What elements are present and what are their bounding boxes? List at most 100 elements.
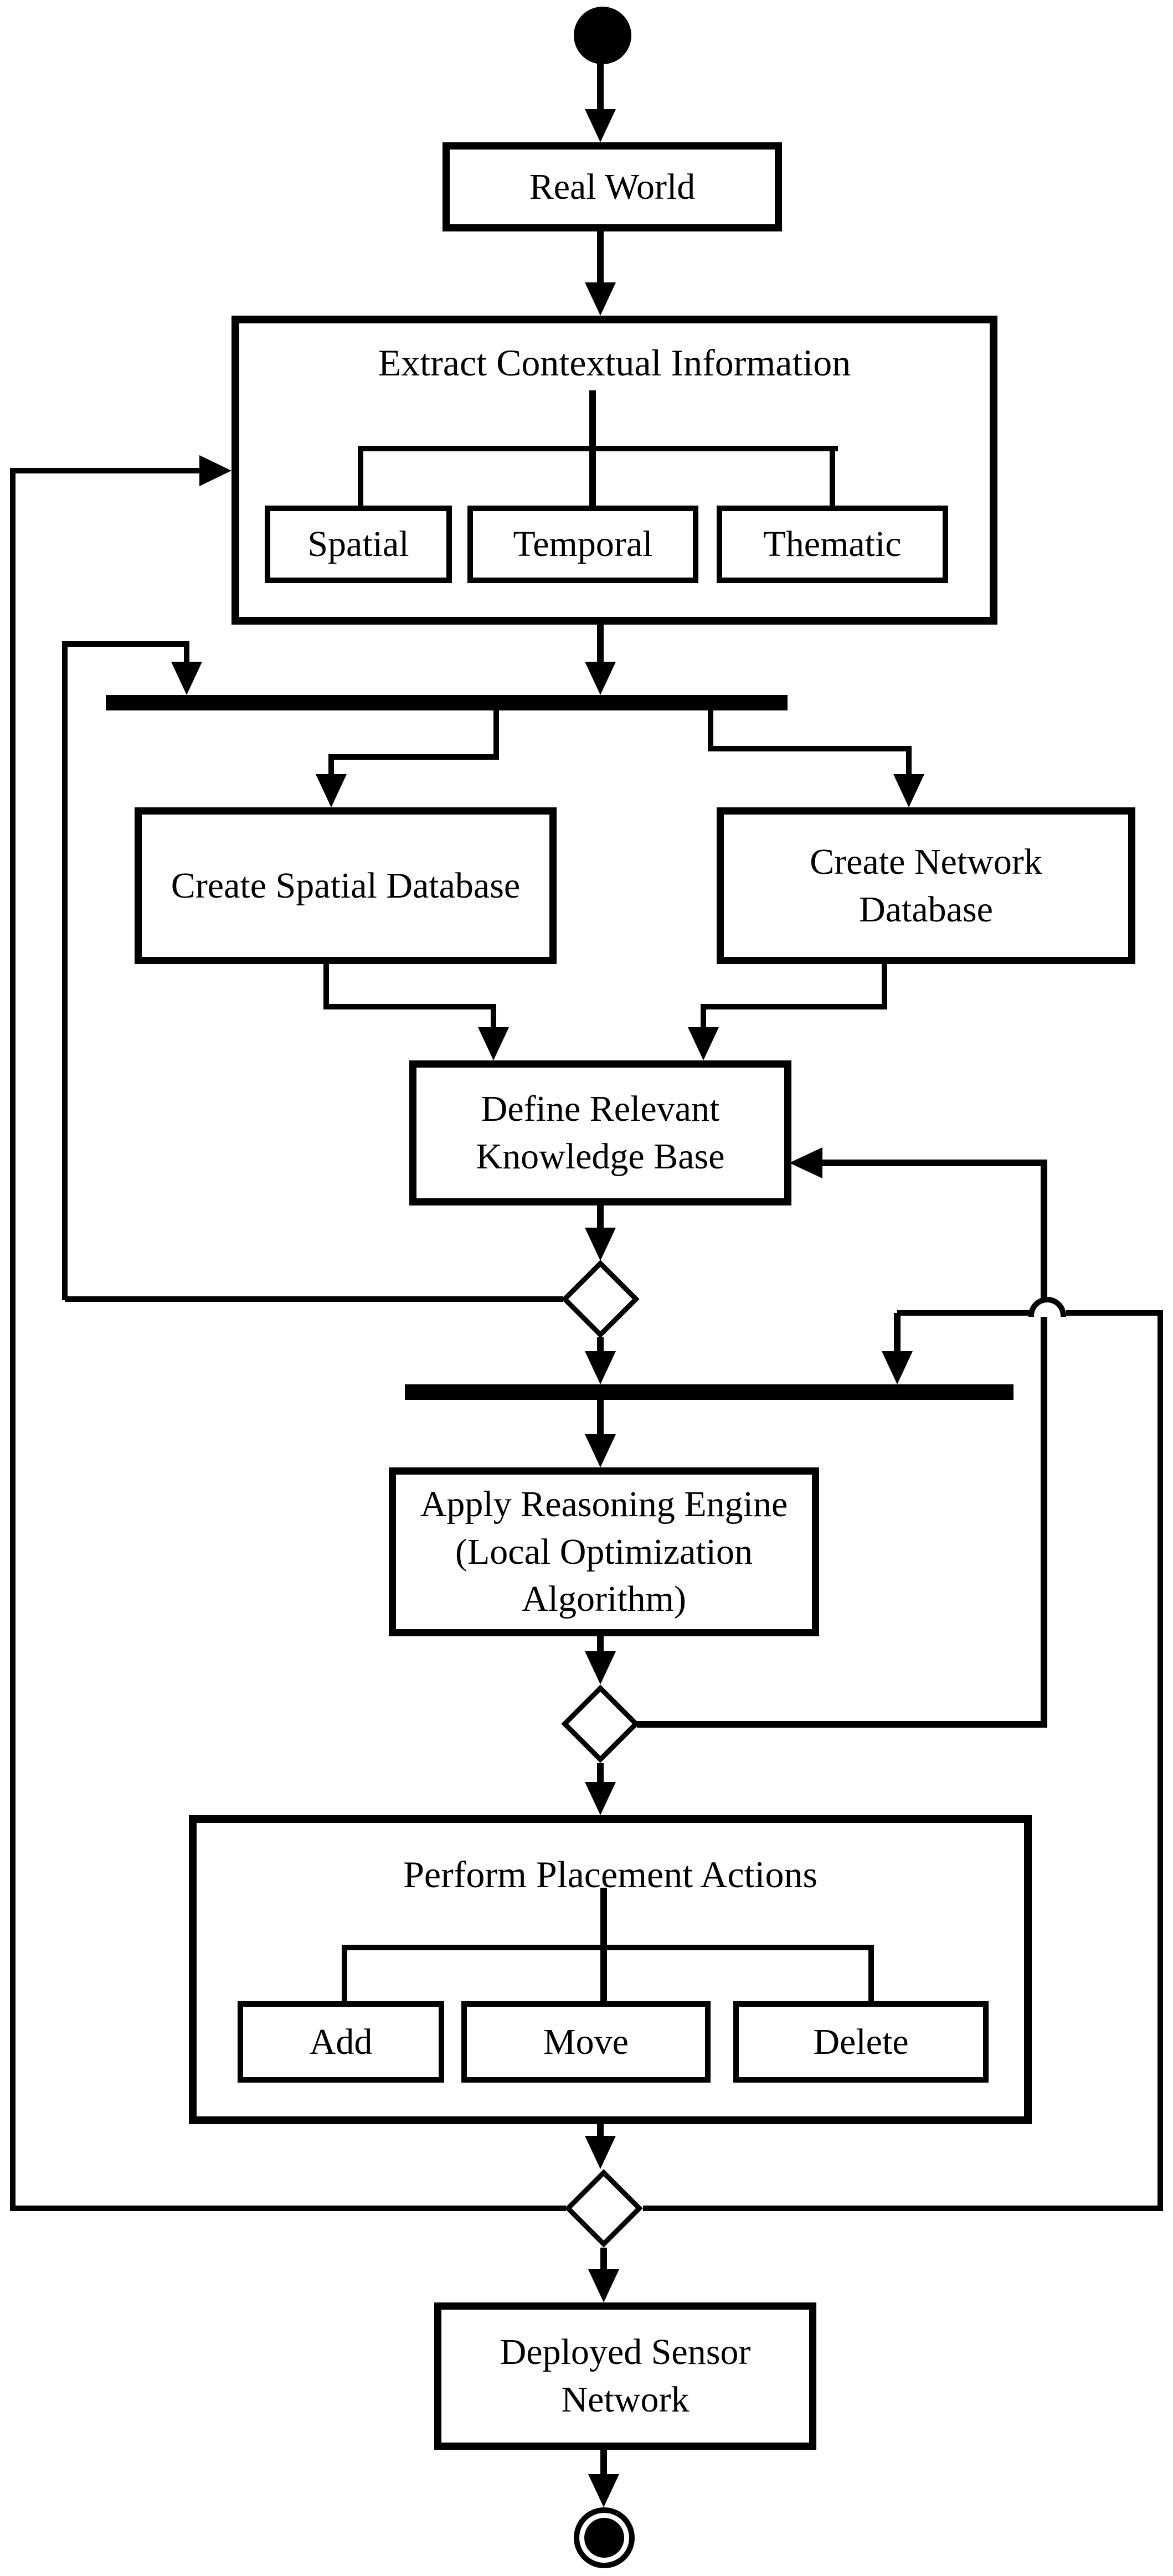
edge-networkdb-v1 — [882, 964, 887, 1004]
arrowhead-into-deployed — [588, 2269, 619, 2302]
edge-networkdb-v2 — [701, 1004, 706, 1029]
activity-create-network-database: Create Network Database — [717, 807, 1135, 964]
edge-spatialdb-v2 — [491, 1004, 496, 1029]
arrowhead-into-decision3 — [585, 2136, 616, 2169]
arrowhead-loop-into-join — [882, 1351, 913, 1384]
edge-decision2-right-loop — [637, 1721, 1047, 1728]
create-spatial-database-label: Create Spatial Database — [171, 865, 521, 906]
edge-fork-right-v2 — [906, 746, 912, 776]
perform-tree-drop-add — [342, 1945, 347, 2001]
edge-decision3-to-deployed — [600, 2248, 607, 2271]
arrowhead-into-real-world — [585, 109, 616, 142]
decision-1 — [561, 1260, 640, 1338]
deployed-sensor-network-label: Deployed Sensor Network — [500, 2332, 751, 2420]
edge-extract-to-fork — [597, 625, 604, 663]
edge-right-outer-loop-vertical — [1157, 1310, 1163, 2211]
edge-right-inner-loop-vertical — [1041, 1160, 1047, 1728]
edge-apply-to-decision2 — [597, 1636, 604, 1653]
define-knowledge-base-label: Define Relevant Knowledge Base — [476, 1089, 725, 1177]
edge-networkdb-h — [701, 1004, 887, 1009]
arrowhead-into-extract — [585, 282, 616, 316]
sub-activity-spatial: Spatial — [265, 506, 452, 583]
perform-tree-drop-move — [600, 1945, 607, 2001]
join-bar — [405, 1384, 1013, 1400]
decision-2 — [561, 1684, 640, 1763]
edge-right-outer-loop-h1 — [897, 1310, 1030, 1316]
extract-tree-stem — [589, 390, 596, 448]
edge-fork-left-v2 — [328, 754, 334, 777]
edge-deployed-to-end — [600, 2450, 607, 2476]
activity-perform-placement-actions: Perform Placement Actions Add Move Delet… — [189, 1815, 1032, 2124]
arrowhead-into-decision1 — [585, 1228, 616, 1261]
start-node — [574, 7, 631, 64]
decision-3 — [564, 2169, 643, 2248]
arrowhead-spatialdb-into-kb — [478, 1027, 509, 1060]
arrowhead-into-fork — [585, 662, 616, 695]
edge-fork-left-v1 — [493, 710, 499, 754]
perform-tree-drop-delete — [868, 1945, 874, 2001]
edge-start-to-real-world — [597, 61, 604, 112]
sub-activity-move: Move — [461, 2001, 711, 2083]
delete-label: Delete — [813, 2021, 909, 2062]
edge-fork-right-h — [708, 746, 912, 751]
edge-inner-left-loop-vertical — [62, 641, 68, 1300]
perform-title: Perform Placement Actions — [403, 1853, 817, 1895]
edge-decision3-right-loop — [643, 2206, 1161, 2211]
edge-real-world-to-extract — [597, 231, 604, 284]
move-label: Move — [543, 2021, 629, 2062]
extract-tree-drop-thematic — [830, 446, 835, 506]
sub-activity-temporal: Temporal — [467, 506, 698, 583]
edge-right-inner-loop-horizontal — [821, 1160, 1047, 1166]
edge-decision2-to-perform — [597, 1763, 604, 1783]
fork-bar — [106, 695, 788, 710]
arrowhead-loop-into-extract — [199, 455, 231, 486]
activity-define-relevant-knowledge-base: Define Relevant Knowledge Base — [409, 1060, 791, 1205]
edge-fork-left-h — [328, 754, 499, 760]
edge-perform-to-decision3 — [597, 2124, 604, 2138]
edge-kb-to-decision1 — [597, 1205, 604, 1229]
arrowhead-into-apply — [585, 1434, 616, 1467]
edge-join-to-apply — [597, 1400, 604, 1435]
arrowhead-into-decision2 — [585, 1651, 616, 1684]
edge-right-outer-loop-stub — [894, 1313, 901, 1354]
arrowhead-into-network-db — [893, 774, 924, 807]
arrowhead-into-spatial-db — [316, 774, 347, 807]
activity-deployed-sensor-network: Deployed Sensor Network — [434, 2302, 816, 2450]
edge-left-outer-loop-horizontal — [12, 468, 200, 473]
thematic-label: Thematic — [763, 524, 902, 565]
create-network-database-label: Create Network Database — [810, 841, 1042, 930]
edge-right-outer-loop-h2 — [1066, 1310, 1163, 1316]
activity-real-world: Real World — [443, 142, 782, 231]
perform-tree-stem — [600, 1888, 607, 1952]
apply-reasoning-engine-label: Apply Reasoning Engine (Local Optimizati… — [420, 1483, 788, 1620]
activity-create-spatial-database: Create Spatial Database — [135, 807, 557, 964]
arrowhead-loop-into-kb — [789, 1147, 822, 1178]
arrowhead-loop-into-fork — [171, 662, 202, 695]
add-label: Add — [309, 2021, 373, 2062]
sub-activity-add: Add — [238, 2001, 444, 2083]
extract-tree-branch — [361, 446, 838, 451]
edge-left-outer-loop-vertical — [10, 468, 16, 2211]
sub-activity-thematic: Thematic — [717, 506, 948, 583]
edge-decision3-left-loop — [12, 2206, 566, 2211]
edge-spatialdb-v1 — [323, 964, 329, 1004]
activity-extract-contextual-information: Extract Contextual Information Spatial T… — [231, 316, 997, 625]
extract-title: Extract Contextual Information — [378, 342, 851, 384]
arrowhead-into-end — [588, 2474, 619, 2507]
arrowhead-decision1-into-join — [585, 1351, 616, 1384]
temporal-label: Temporal — [513, 524, 653, 565]
edge-inner-left-loop-stub — [184, 641, 189, 666]
extract-tree-drop-spatial — [358, 446, 363, 506]
edge-fork-right-v1 — [708, 710, 713, 746]
arrowhead-into-perform — [585, 1782, 616, 1815]
spatial-label: Spatial — [307, 524, 409, 565]
perform-tree-branch — [344, 1945, 874, 1950]
edge-inner-left-loop-horizontal — [62, 641, 189, 647]
extract-tree-drop-temporal — [589, 446, 596, 506]
end-node-core — [584, 2518, 624, 2558]
activity-apply-reasoning-engine: Apply Reasoning Engine (Local Optimizati… — [389, 1467, 819, 1636]
edge-spatialdb-h — [323, 1004, 496, 1009]
line-hop-bridge — [1028, 1297, 1066, 1317]
arrowhead-networkdb-into-kb — [688, 1027, 719, 1060]
